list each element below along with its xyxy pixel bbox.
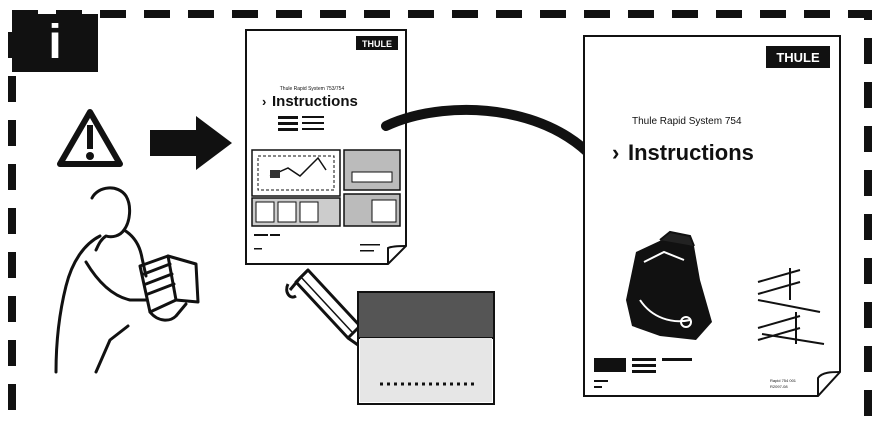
arrow-right-icon bbox=[150, 116, 232, 170]
info-badge: i bbox=[12, 14, 98, 72]
large-manual-chevron-icon: › bbox=[612, 140, 619, 165]
pencil-icon bbox=[285, 268, 370, 354]
small-manual-chevron-icon: › bbox=[262, 94, 266, 109]
small-manual-brand: THULE bbox=[362, 39, 392, 49]
large-manual-footer bbox=[594, 358, 692, 388]
small-manual-text-lines bbox=[278, 116, 324, 131]
person-reading-icon bbox=[54, 186, 200, 374]
info-letter-icon: i bbox=[48, 16, 61, 69]
notes-card bbox=[357, 291, 495, 405]
small-manual-panel-diagram bbox=[251, 149, 341, 197]
large-manual-heading: Instructions bbox=[628, 140, 754, 165]
small-manual: THULE Thule Rapid System 753/754 › Instr… bbox=[245, 29, 407, 265]
roof-rack-foot-icon bbox=[626, 230, 712, 340]
large-manual: THULE Thule Rapid System 754 › Instructi… bbox=[583, 35, 841, 397]
small-manual-panel-grey bbox=[343, 149, 401, 191]
large-manual-footer-sub: R2097-08 bbox=[770, 384, 788, 389]
large-manual-line-diagram bbox=[757, 268, 825, 345]
large-manual-product-line: Thule Rapid System 754 bbox=[632, 116, 742, 127]
large-manual-footer-code: Rapid 754 001 bbox=[770, 378, 797, 383]
large-manual-brand: THULE bbox=[776, 50, 820, 65]
warning-icon bbox=[57, 109, 123, 167]
dashed-border bbox=[8, 10, 872, 423]
large-manual-logo-box bbox=[766, 46, 830, 68]
small-manual-heading: Instructions bbox=[272, 93, 358, 110]
small-manual-product-line: Thule Rapid System 753/754 bbox=[280, 86, 345, 92]
notes-card-header bbox=[357, 291, 495, 339]
small-manual-logo-box bbox=[356, 36, 398, 50]
small-manual-footer bbox=[254, 234, 380, 252]
